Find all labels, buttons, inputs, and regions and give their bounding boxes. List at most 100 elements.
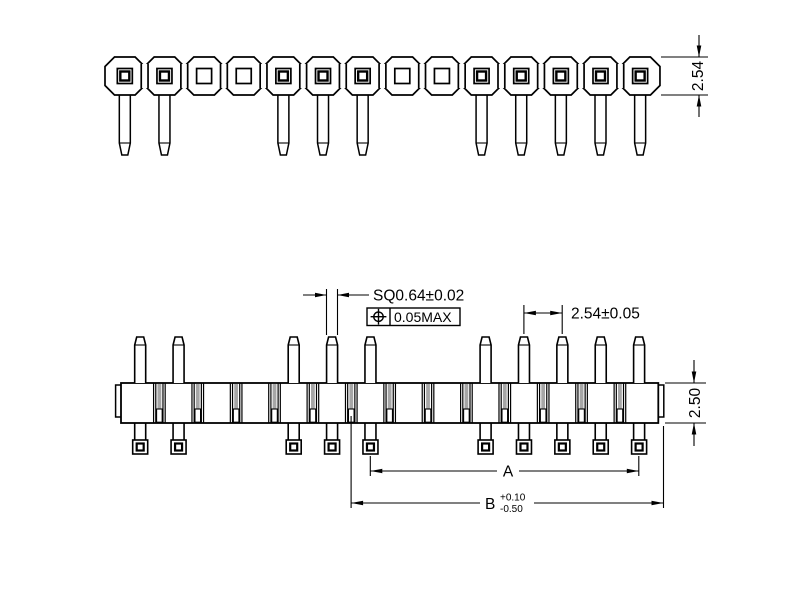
body-height-label: 2.50 (687, 388, 704, 419)
pin-upper (172, 336, 185, 383)
junction-web (541, 384, 546, 409)
junction-web (579, 384, 584, 409)
pin-end-inner-square (365, 442, 376, 452)
pin-cross-section (634, 70, 646, 82)
junction-notch (156, 408, 163, 423)
junction-web (349, 384, 354, 409)
dim-b-label: B (485, 496, 495, 513)
arrowhead-icon (337, 292, 349, 298)
segment-web (616, 64, 624, 88)
junction-web (157, 384, 162, 409)
pin-tail-top-view (316, 95, 330, 156)
junction-notch (539, 408, 547, 423)
arrowhead-icon (696, 95, 702, 107)
body-left-flange (114, 384, 121, 418)
pin-tail-top-view (554, 95, 568, 156)
segment-web (180, 64, 188, 88)
pin-end-inner-square (519, 442, 529, 452)
pin-upper (287, 336, 301, 383)
junction-web (272, 384, 277, 409)
segment-web (339, 64, 347, 88)
dim-b-lower-tolerance: -0.50 (500, 504, 523, 515)
pin-upper (632, 336, 646, 383)
junction-notch (463, 408, 470, 423)
dim-body-height: 2.50 (665, 360, 706, 446)
arrowhead-icon (691, 371, 697, 383)
arrowhead-icon (351, 500, 364, 506)
dim-top-pitch: 2.54 (661, 35, 708, 117)
dim-front-pitch: 2.54±0.05 (523, 305, 640, 334)
pin-square-label: SQ0.64±0.02 (373, 288, 464, 305)
pin-upper (133, 336, 147, 383)
segment-web (141, 64, 149, 88)
segment-web (220, 64, 228, 88)
pin-cross-section (277, 70, 290, 82)
front-pitch-label: 2.54±0.05 (571, 306, 640, 323)
arrowhead-icon (696, 45, 702, 57)
feature-control-frame: 0.05MAX (366, 307, 461, 327)
junction-web (502, 384, 507, 409)
pin-end-inner-square (327, 442, 337, 452)
junction-web (234, 384, 239, 409)
pin-cross-section (119, 70, 131, 82)
pin-end-inner-square (480, 442, 491, 452)
junction-notch (194, 408, 202, 423)
arrowhead-icon (626, 468, 639, 474)
dim-a: A (369, 456, 640, 481)
junction-notch (386, 408, 394, 423)
pin-upper (517, 336, 531, 383)
pin-hole-square (393, 67, 411, 85)
junction-notch (578, 408, 585, 423)
junction-notch (501, 408, 509, 423)
segment-web (418, 64, 426, 88)
pin-end-inner-square (289, 442, 299, 452)
dim-pin-square: SQ0.64±0.02 (303, 288, 464, 335)
pin-hole-square (195, 67, 213, 85)
junction-web (195, 384, 200, 409)
junction-notch (424, 408, 432, 423)
junction-web (310, 384, 315, 409)
junction-web (426, 384, 430, 409)
pin-end-inner-square (596, 442, 606, 452)
top-pitch-label: 2.54 (690, 61, 707, 92)
pin-end-inner-square (135, 442, 145, 452)
arrowhead-icon (691, 423, 697, 435)
pin-tail-top-view (475, 95, 488, 156)
pin-tail-top-view (356, 95, 369, 156)
pin-tail-top-view (633, 95, 647, 156)
pin-cross-section (594, 70, 607, 82)
segment-web (379, 64, 386, 88)
top-view (104, 56, 661, 156)
pin-hole-square (433, 67, 451, 85)
arrowhead-icon (315, 292, 327, 298)
junction-notch (271, 408, 278, 423)
segment-web (498, 64, 505, 88)
segment-web (458, 64, 466, 88)
pin-upper (594, 336, 608, 383)
segment-web (537, 64, 545, 88)
pin-tail-top-view (118, 95, 132, 156)
position-tolerance-icon (370, 308, 387, 325)
junction-notch (309, 408, 317, 423)
pin-cross-section (158, 70, 171, 82)
arrowhead-icon (651, 500, 664, 506)
pin-upper (556, 336, 569, 383)
arrowhead-icon (550, 310, 563, 316)
pin-tail-top-view (277, 95, 290, 156)
junction-web (387, 384, 392, 409)
pin-upper (364, 336, 377, 383)
segment-web (260, 64, 267, 88)
pin-cross-section (356, 70, 369, 82)
fcf-value-label: 0.05MAX (394, 309, 452, 325)
pin-tail-top-view (594, 95, 607, 156)
pin-hole-square (235, 67, 253, 85)
arrowhead-icon (370, 468, 383, 474)
pin-cross-section (555, 70, 567, 82)
pin-cross-section (317, 70, 329, 82)
pin-cross-section (475, 70, 488, 82)
pin-cross-section (515, 70, 527, 82)
pin-upper (479, 336, 492, 383)
pin-upper (325, 336, 339, 383)
junction-notch (232, 408, 240, 423)
